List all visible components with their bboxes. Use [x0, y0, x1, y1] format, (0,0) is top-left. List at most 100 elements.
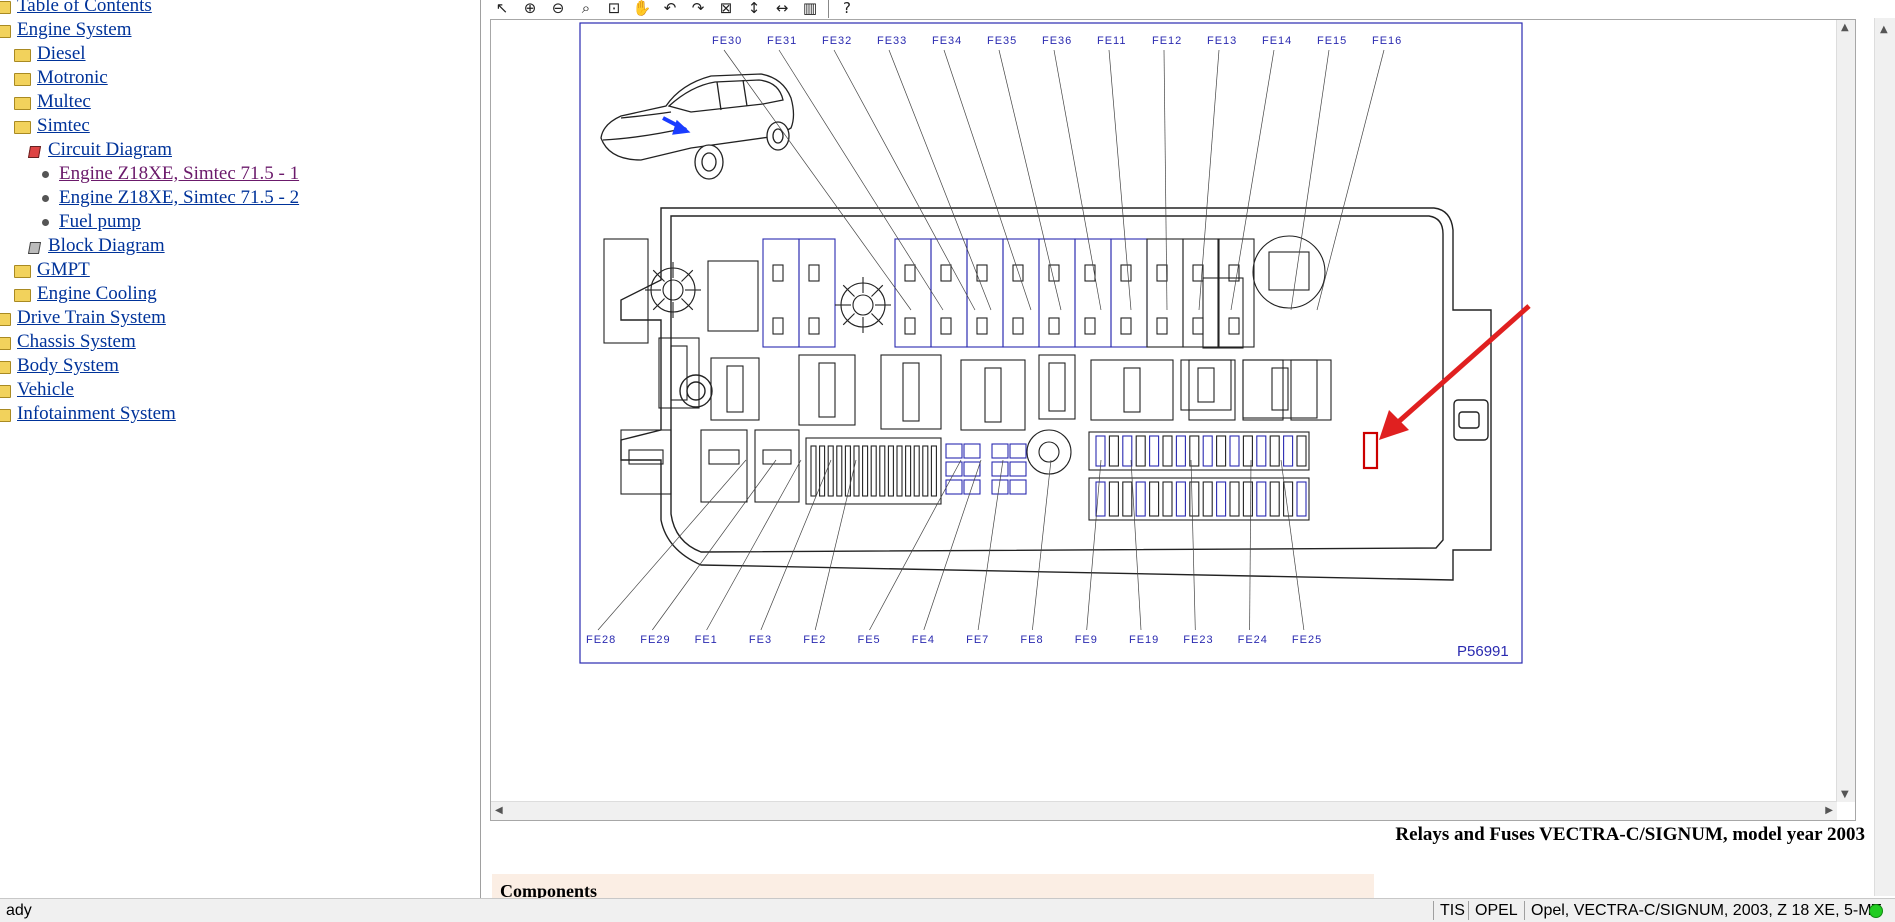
viewer-horizontal-scrollbar[interactable]: ◀ ▶: [491, 801, 1837, 820]
tree-item-link[interactable]: Multec: [37, 91, 91, 112]
tree-item[interactable]: Engine Z18XE, Simtec 71.5 - 1: [42, 162, 299, 186]
tree-item[interactable]: Drive Train System: [0, 306, 166, 330]
tree-item-link[interactable]: GMPT: [37, 259, 90, 280]
tree-item[interactable]: Diesel: [14, 42, 86, 66]
fit-width-icon[interactable]: ↔: [775, 0, 789, 17]
page-vertical-scrollbar[interactable]: ▲: [1874, 18, 1895, 896]
fuse-label-top: FE16: [1372, 35, 1402, 47]
leader-line: [1280, 459, 1305, 631]
tree-item[interactable]: Fuel pump: [42, 210, 141, 234]
leader-line: [888, 49, 992, 311]
tree-item-link[interactable]: Engine Z18XE, Simtec 71.5 - 2: [59, 187, 300, 208]
mini-fuse: [1216, 481, 1227, 517]
tree-item[interactable]: Engine Cooling: [14, 282, 157, 306]
folder-icon: [0, 384, 11, 398]
scroll-right-icon[interactable]: ▶: [1825, 805, 1833, 816]
tree-item-link[interactable]: Motronic: [37, 67, 108, 88]
relay-slot: [798, 238, 836, 348]
maxi-fuse-block: [805, 437, 942, 505]
scroll-left-icon[interactable]: ◀: [495, 805, 503, 816]
tree-item[interactable]: Block Diagram: [28, 234, 165, 258]
help-icon[interactable]: ?: [843, 0, 851, 17]
measure-icon[interactable]: ▥: [802, 0, 818, 17]
tree-item[interactable]: Chassis System: [0, 330, 136, 354]
folder-icon: [14, 264, 31, 278]
tree-item-link[interactable]: Engine Z18XE, Simtec 71.5 - 1: [59, 163, 300, 184]
zoom-in-icon[interactable]: ⊕: [523, 0, 537, 17]
tree-item[interactable]: Motronic: [14, 66, 108, 90]
leader-line: [1198, 49, 1220, 311]
tree-item-link[interactable]: Drive Train System: [17, 307, 166, 328]
fuse-label-bottom: FE23: [1183, 634, 1213, 646]
tree-item[interactable]: Multec: [14, 90, 91, 114]
fit-height-icon[interactable]: ↕: [747, 0, 761, 17]
page-scroll-up-icon[interactable]: ▲: [1880, 24, 1888, 35]
relay-pin: [772, 264, 784, 282]
tree-item[interactable]: Infotainment System: [0, 402, 176, 426]
mini-fuse: [1135, 481, 1146, 517]
connector-spoke: [871, 284, 884, 297]
relay-pin: [1192, 317, 1204, 335]
relay-contact: [1271, 367, 1289, 411]
rotate-left-icon[interactable]: ↶: [663, 0, 677, 17]
tree-item-link[interactable]: Block Diagram: [48, 235, 165, 256]
tree-item[interactable]: Engine Z18XE, Simtec 71.5 - 2: [42, 186, 299, 210]
relay-pin: [976, 317, 988, 335]
maxi-fuse: [896, 445, 903, 497]
tree-item-link[interactable]: Circuit Diagram: [48, 139, 172, 160]
tree-item-link[interactable]: Infotainment System: [17, 403, 176, 424]
leader-line: [1249, 459, 1252, 631]
scroll-down-icon[interactable]: ▼: [1841, 789, 1849, 800]
tree-item-link[interactable]: Chassis System: [17, 331, 136, 352]
fuse-label-bottom: FE19: [1129, 634, 1159, 646]
tree-item-link[interactable]: Engine Cooling: [37, 283, 157, 304]
relay-pin: [808, 317, 820, 335]
magnifier-icon[interactable]: ⌕: [581, 0, 591, 17]
tree-item-link[interactable]: Simtec: [37, 115, 90, 136]
car-illustration: [600, 73, 795, 180]
mini-fuse: [1269, 481, 1280, 517]
pointer-icon[interactable]: ↖: [495, 0, 509, 17]
tree-item[interactable]: Engine System: [0, 18, 132, 42]
viewer-vertical-scrollbar[interactable]: ▲ ▼: [1836, 20, 1855, 802]
rotate-right-icon[interactable]: ↷: [691, 0, 705, 17]
fuse-label-top: FE13: [1207, 35, 1237, 47]
tree-item[interactable]: Vehicle: [0, 378, 74, 402]
maxi-fuse: [853, 445, 860, 497]
relay-slot: [966, 238, 1004, 348]
tree-item[interactable]: Simtec: [14, 114, 90, 138]
pan-hand-icon[interactable]: ✋: [632, 0, 652, 17]
maxi-fuse: [827, 445, 834, 497]
red-pointer-arrow: [1379, 304, 1531, 440]
leader-line: [1032, 459, 1052, 631]
scroll-up-icon[interactable]: ▲: [1841, 22, 1849, 33]
relay-contact: [628, 449, 664, 465]
tree-item[interactable]: GMPT: [14, 258, 90, 282]
leader-line: [1316, 49, 1385, 311]
mini-fuse: [945, 443, 963, 459]
tree-item-link[interactable]: Engine System: [17, 19, 132, 40]
maxi-fuse: [862, 445, 869, 497]
relay-pin: [1156, 317, 1168, 335]
tree-item[interactable]: Circuit Diagram: [28, 138, 172, 162]
folder-icon: [14, 72, 31, 86]
tree-item[interactable]: Table of Contents: [0, 0, 152, 18]
mini-fuse: [1108, 435, 1119, 467]
tree-item-link[interactable]: Body System: [17, 355, 119, 376]
tree-item-link[interactable]: Vehicle: [17, 379, 74, 400]
fuse-label-bottom: FE3: [749, 634, 772, 646]
fit-page-icon[interactable]: ⊠: [719, 0, 733, 17]
zoom-area-icon[interactable]: ⊡: [607, 0, 621, 17]
fuse-box-outline: [620, 207, 1492, 581]
tree-item-link[interactable]: Table of Contents: [17, 0, 152, 16]
zoom-out-icon[interactable]: ⊖: [551, 0, 565, 17]
leader-line: [923, 459, 982, 631]
bullet-icon: [42, 194, 49, 202]
mini-fuse: [1202, 481, 1213, 517]
tree-item-link[interactable]: Diesel: [37, 43, 86, 64]
tree-item-link[interactable]: Fuel pump: [59, 211, 141, 232]
tree-item[interactable]: Body System: [0, 354, 119, 378]
mini-fuse: [1283, 435, 1294, 467]
